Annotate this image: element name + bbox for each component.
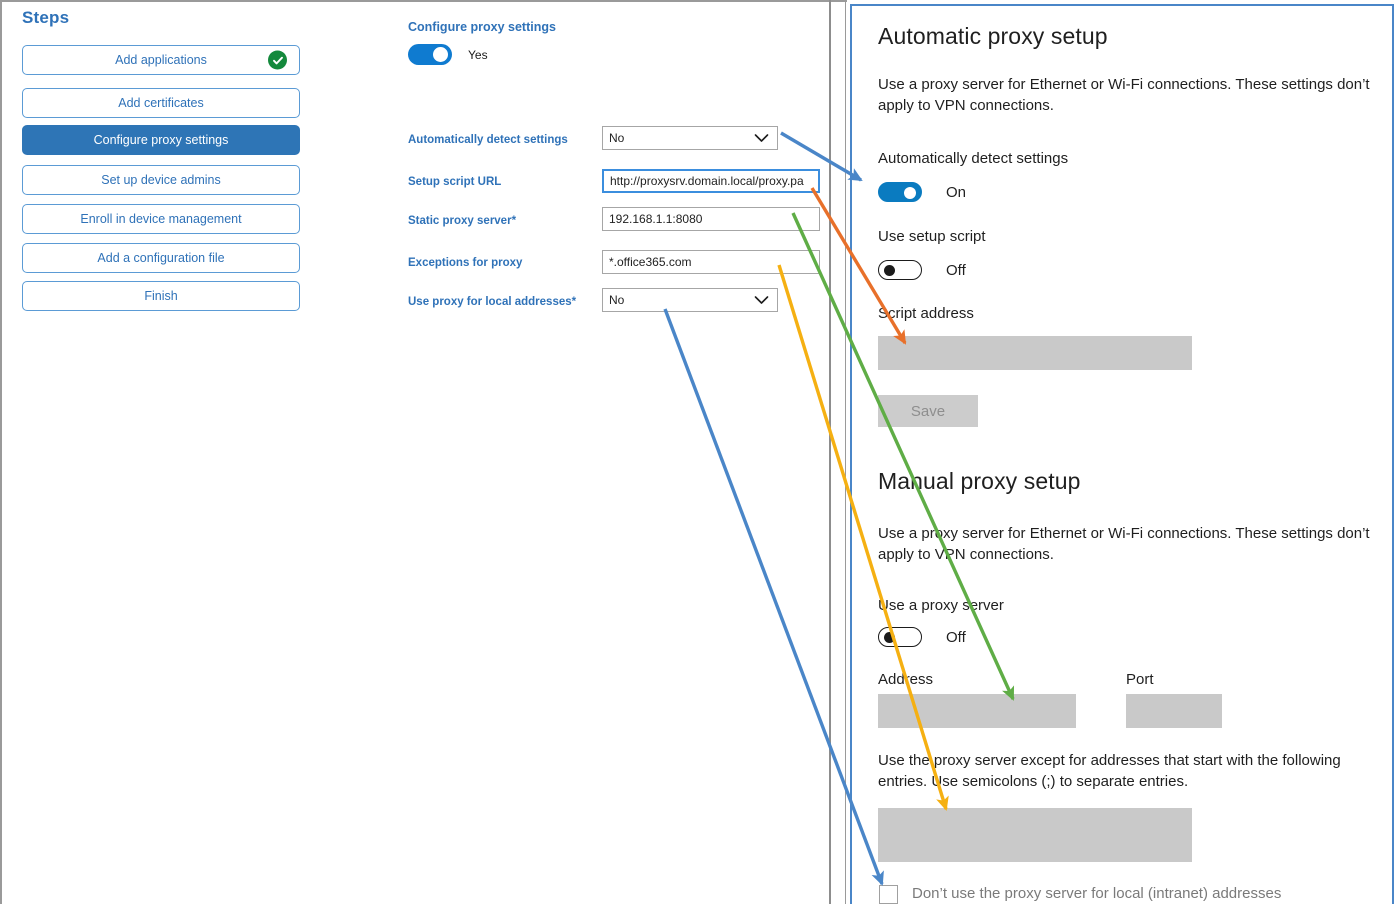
select-automatically-detect-settings[interactable]: No xyxy=(602,126,778,150)
save-button[interactable]: Save xyxy=(878,395,978,427)
label-text: Static proxy server xyxy=(408,215,512,227)
step-label: Set up device admins xyxy=(101,173,221,187)
label-static-proxy-server: Static proxy server* xyxy=(408,215,516,227)
label-setup-script-url: Setup script URL xyxy=(408,176,501,188)
use-setup-script-label: Use setup script xyxy=(878,228,986,245)
required-marker: * xyxy=(571,296,577,308)
label-automatically-detect-settings: Automatically detect settings xyxy=(408,134,568,146)
input-static-proxy-server[interactable]: 192.168.1.1:8080 xyxy=(602,207,820,231)
select-value: No xyxy=(609,293,625,307)
select-value: No xyxy=(609,131,625,145)
label-text: Use proxy for local addresses xyxy=(408,296,572,308)
input-value: *.office365.com xyxy=(609,255,692,269)
step-label: Add certificates xyxy=(118,96,204,110)
step-set-up-device-admins[interactable]: Set up device admins xyxy=(22,165,300,195)
check-circle-icon xyxy=(268,50,287,70)
toggle-knob xyxy=(884,632,895,643)
script-address-input[interactable] xyxy=(878,336,1192,370)
port-input[interactable] xyxy=(1126,694,1222,728)
window-top-border xyxy=(0,0,847,2)
address-input[interactable] xyxy=(878,694,1076,728)
toggle-knob xyxy=(904,187,916,199)
automatic-proxy-description: Use a proxy server for Ethernet or Wi-Fi… xyxy=(878,76,1370,114)
step-add-applications[interactable]: Add applications xyxy=(22,45,300,75)
use-setup-script-toggle[interactable]: Off xyxy=(878,260,966,280)
chevron-down-icon xyxy=(754,133,769,143)
toggle-track xyxy=(878,627,922,647)
toggle-state-label: Off xyxy=(946,261,966,279)
step-add-a-configuration-file[interactable]: Add a configuration file xyxy=(22,243,300,273)
manual-proxy-description: Use a proxy server for Ethernet or Wi-Fi… xyxy=(878,525,1370,563)
use-a-proxy-server-label: Use a proxy server xyxy=(878,597,1004,614)
step-label: Configure proxy settings xyxy=(93,133,229,147)
address-label: Address xyxy=(878,671,934,688)
label-text: Automatically detect settings xyxy=(408,134,568,146)
toggle-track xyxy=(878,182,922,202)
input-exceptions-for-proxy[interactable]: *.office365.com xyxy=(602,250,820,274)
step-label: Add applications xyxy=(115,53,207,67)
label-exceptions-for-proxy: Exceptions for proxy xyxy=(408,257,522,269)
script-address-label: Script address xyxy=(878,305,974,322)
bypass-local-checkbox[interactable] xyxy=(879,885,898,904)
step-add-certificates[interactable]: Add certificates xyxy=(22,88,300,118)
manual-proxy-setup-heading: Manual proxy setup xyxy=(878,468,1081,494)
toggle-track xyxy=(878,260,922,280)
step-enroll-in-device-management[interactable]: Enroll in device management xyxy=(22,204,300,234)
label-use-proxy-for-local-addresses: Use proxy for local addresses* xyxy=(408,296,576,308)
step-finish[interactable]: Finish xyxy=(22,281,300,311)
automatically-detect-settings-label: Automatically detect settings xyxy=(878,150,1069,167)
step-label: Enroll in device management xyxy=(80,212,242,226)
input-value: http://proxysrv.domain.local/proxy.pa xyxy=(610,174,804,188)
bypass-local-label: Don’t use the proxy server for local (in… xyxy=(912,885,1282,902)
configure-proxy-toggle[interactable] xyxy=(408,44,452,65)
toggle-knob xyxy=(884,265,895,276)
step-label: Add a configuration file xyxy=(97,251,225,265)
windows-settings-proxy-panel: Automatic proxy setup Use a proxy server… xyxy=(850,4,1394,904)
use-a-proxy-server-toggle[interactable]: Off xyxy=(878,627,966,647)
chevron-down-icon xyxy=(754,295,769,305)
step-label: Finish xyxy=(144,289,178,303)
toggle-knob xyxy=(433,47,448,62)
panel-divider-outer xyxy=(829,0,831,904)
toggle-state-label: On xyxy=(946,183,967,201)
window-left-border xyxy=(0,0,2,904)
configure-proxy-toggle-row[interactable]: Yes xyxy=(408,44,488,65)
form-heading: Configure proxy settings xyxy=(408,20,556,34)
steps-title: Steps xyxy=(22,8,70,27)
panel-divider-inner xyxy=(845,0,846,904)
exceptions-description: Use the proxy server except for addresse… xyxy=(878,752,1341,790)
step-configure-proxy-settings[interactable]: Configure proxy settings xyxy=(22,125,300,155)
automatically-detect-settings-toggle[interactable]: On xyxy=(878,182,966,202)
input-value: 192.168.1.1:8080 xyxy=(609,212,703,226)
label-text: Exceptions for proxy xyxy=(408,257,523,269)
port-label: Port xyxy=(1126,671,1154,688)
exceptions-input[interactable] xyxy=(878,808,1192,862)
automatic-proxy-setup-heading: Automatic proxy setup xyxy=(878,23,1108,49)
toggle-state-label: Off xyxy=(946,628,966,646)
required-marker: * xyxy=(511,215,517,227)
configure-proxy-toggle-label: Yes xyxy=(468,47,488,62)
select-use-proxy-for-local-addresses[interactable]: No xyxy=(602,288,778,312)
label-text: Setup script URL xyxy=(408,176,502,188)
input-setup-script-url[interactable]: http://proxysrv.domain.local/proxy.pa xyxy=(602,169,820,193)
